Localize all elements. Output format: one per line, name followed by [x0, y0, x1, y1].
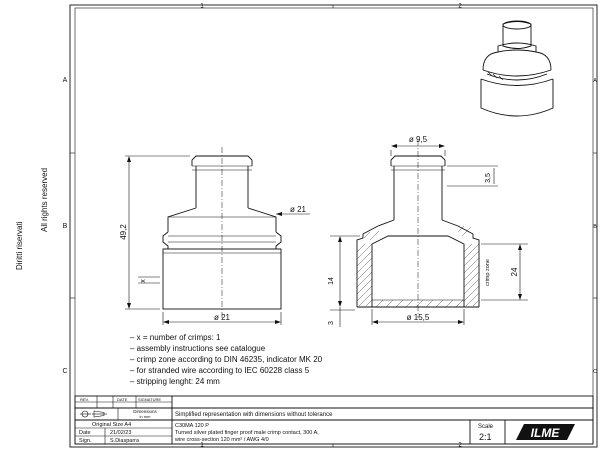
isometric-view [480, 20, 554, 117]
side-view: 49,2 x ø 21 ø 21 [119, 147, 310, 325]
notes-block: – x = number of crimps: 1 – assembly ins… [130, 333, 323, 386]
dim-marker-x: x [140, 279, 147, 283]
ilme-logo: ILME [516, 424, 575, 440]
dim-bore-depth: 24 [510, 267, 519, 276]
part-description-line2: wire cross-section 120 mm² / AWG 4/0 [174, 437, 269, 443]
grid-col-1-top: 1 [200, 4, 204, 10]
part-code: C30MA 120 P [175, 423, 209, 429]
grid-row-c-left: C [62, 368, 67, 375]
title-block: REV. DATE SIGNATURE Dimensions in mm Sim… [74, 395, 594, 445]
dim-bore-diameter: ø 15,5 [407, 313, 430, 322]
section-view: ø 9,5 3,5 14 3 crimp zone 24 ø 15,5 [328, 135, 528, 327]
scale-value: 2:1 [479, 432, 492, 442]
scale-label: Scale [478, 424, 494, 430]
sign-value: S.Diasparra [110, 438, 140, 444]
section-hatch-left [356, 230, 380, 307]
dim-tip-diameter: ø 9,5 [409, 135, 428, 144]
signature-header: SIGNATURE [138, 397, 161, 402]
section-hatch-base [375, 299, 464, 308]
grid-row-c-right: C [593, 369, 597, 375]
dim-section-flange-height: 14 [328, 277, 335, 285]
outer-frame [69, 4, 598, 448]
dim-overall-length: 49,2 [119, 224, 128, 240]
note-line: – crimp zone according to DIN 46235, ind… [130, 355, 323, 364]
date-header: DATE [117, 397, 128, 402]
note-line: – stripping lenght: 24 mm [130, 377, 220, 386]
grid-col-2-top: 2 [458, 4, 462, 10]
grid-row-a-right: A [593, 78, 597, 84]
original-size: Original Size A4 [92, 422, 131, 428]
date-value: 21/02/23 [110, 430, 131, 436]
grid-row-a-left: A [63, 77, 68, 84]
date-row-label: Date [79, 430, 91, 436]
rights-reserved-text-italian: Diritti riservati [15, 221, 24, 270]
logo-text: ILME [531, 426, 561, 440]
rev-header: REV. [80, 397, 89, 402]
dimensions-label: Dimensions [133, 409, 157, 414]
projection-symbol-icon [80, 410, 107, 418]
grid-row-b-left: B [63, 223, 68, 230]
dimensions-unit: in mm [140, 414, 152, 419]
rights-reserved-text: All rights reserved [40, 168, 49, 232]
grid-row-b-right: B [593, 224, 597, 230]
dim-flange-diameter: ø 21 [290, 205, 307, 214]
note-line: – x = number of crimps: 1 [130, 333, 221, 342]
sign-row-label: Sign. [79, 438, 92, 444]
note-line: – for stranded wire according to IEC 602… [130, 366, 310, 375]
grid-col-1-bottom: 1 [200, 443, 204, 449]
representation-note: Simplified representation with dimension… [175, 412, 333, 418]
dim-body-diameter: ø 21 [214, 313, 231, 322]
note-line: – assembly instructions see catalogue [130, 344, 266, 353]
dim-base-thickness: 3 [328, 321, 335, 325]
dim-tip-length: 3,5 [485, 173, 492, 183]
label-crimp-zone: crimp zone [485, 259, 491, 286]
part-description-line1: Turned silver plated finger proof male c… [175, 430, 319, 436]
grid-col-2-bottom: 2 [458, 443, 462, 449]
section-hatch-right [457, 225, 480, 307]
